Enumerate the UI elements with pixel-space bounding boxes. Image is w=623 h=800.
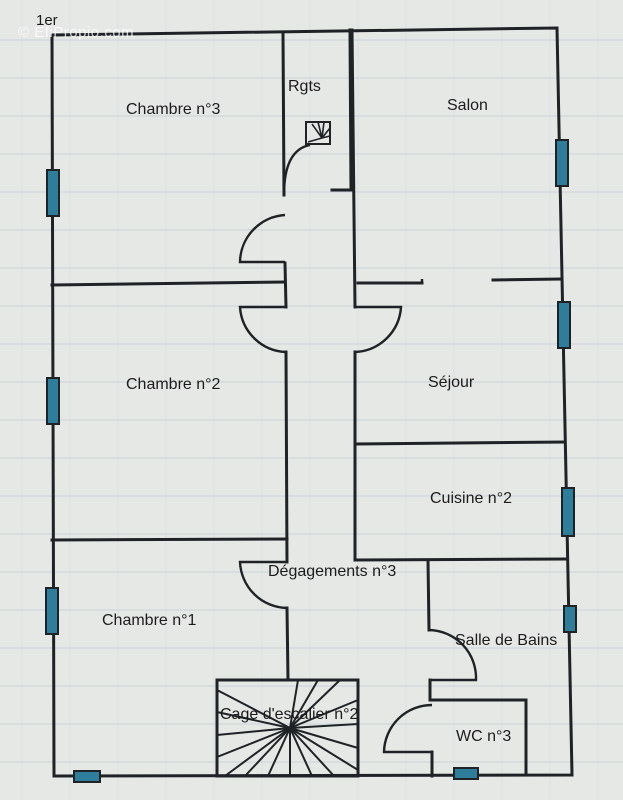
stair-step-line	[289, 727, 335, 777]
window	[46, 377, 60, 425]
stair-step-line	[216, 727, 291, 736]
stair-step-line	[307, 137, 323, 143]
window	[557, 301, 571, 349]
stair-step-line	[244, 727, 291, 777]
stair-step-line	[216, 727, 291, 758]
wall-sdb-left	[426, 558, 431, 632]
floor-label: 1er	[36, 12, 58, 29]
stair-step-line	[289, 679, 319, 729]
stair-step-line	[289, 679, 299, 729]
room-label-chambre-3: Chambre n°3	[126, 101, 221, 118]
stair-step-line	[321, 121, 325, 139]
rgts-right-wall	[330, 28, 353, 192]
room-label-salon: Salon	[447, 97, 488, 114]
window	[45, 587, 59, 635]
stair-step-line	[321, 135, 331, 139]
window	[555, 139, 569, 187]
room-label-chambre-2: Chambre n°2	[126, 376, 221, 393]
stair-step-line	[224, 727, 291, 777]
corridor-left-wall-2	[283, 261, 288, 309]
door-chambre1	[238, 560, 288, 610]
stair-step-line	[321, 127, 331, 139]
stair-step-line	[267, 727, 291, 777]
stair-step-line	[289, 679, 341, 729]
corridor-left-wall-3	[284, 350, 289, 564]
door-rgts	[282, 143, 311, 196]
wall-cuisine-bottom	[353, 557, 569, 562]
stair-step-line	[317, 121, 323, 139]
room-label-cage-escalier-2: Cage d'escalier n°2	[220, 706, 359, 723]
corridor-left-wall-4	[285, 606, 290, 682]
wall-sdb-wc	[428, 698, 528, 777]
wall-sejour-cuisine	[353, 440, 567, 446]
door-chambre3-a	[238, 213, 286, 264]
room-label-wc-3: WC n°3	[456, 728, 512, 745]
room-label-salle-de-bains: Salle de Bains	[455, 632, 558, 649]
window	[73, 770, 101, 783]
outer-wall	[50, 26, 574, 778]
stair-step-line	[216, 689, 291, 729]
door-sdb	[428, 628, 478, 682]
staircase-box	[215, 678, 360, 778]
window	[563, 605, 577, 633]
watermark: © EfiPropio.com	[18, 24, 135, 41]
walls	[50, 26, 574, 778]
room-label-degagements-3: Dégagements n°3	[268, 563, 397, 580]
room-label-sejour: Séjour	[428, 374, 475, 391]
living-left-wall	[350, 28, 357, 309]
room-label-chambre-1: Chambre n°1	[102, 612, 197, 629]
window	[561, 487, 575, 537]
stair-step-line	[311, 123, 323, 139]
corridor-left-wall	[281, 31, 286, 197]
door-swings	[238, 143, 478, 754]
main-staircase-steps	[216, 679, 359, 777]
window	[453, 767, 479, 780]
room-label-cuisine-2: Cuisine n°2	[430, 490, 512, 507]
room-label-rgts: Rgts	[288, 78, 321, 95]
window	[46, 169, 60, 217]
wall-salon-sejour-right	[491, 277, 563, 282]
wall-chambre3-chambre2	[50, 280, 287, 287]
door-chambre2	[238, 305, 287, 354]
door-wc	[382, 703, 433, 754]
wall-chambre2-chambre1	[50, 537, 289, 542]
stair-step-line	[289, 727, 313, 777]
rgts-small-staircase	[305, 121, 331, 145]
stair-step-line	[289, 727, 359, 771]
door-sejour	[354, 305, 403, 354]
windows	[45, 139, 577, 783]
stair-step-line	[289, 699, 359, 729]
stair-step-line	[216, 711, 291, 729]
stair-step-line	[289, 723, 359, 729]
stair-step-line	[289, 727, 359, 749]
